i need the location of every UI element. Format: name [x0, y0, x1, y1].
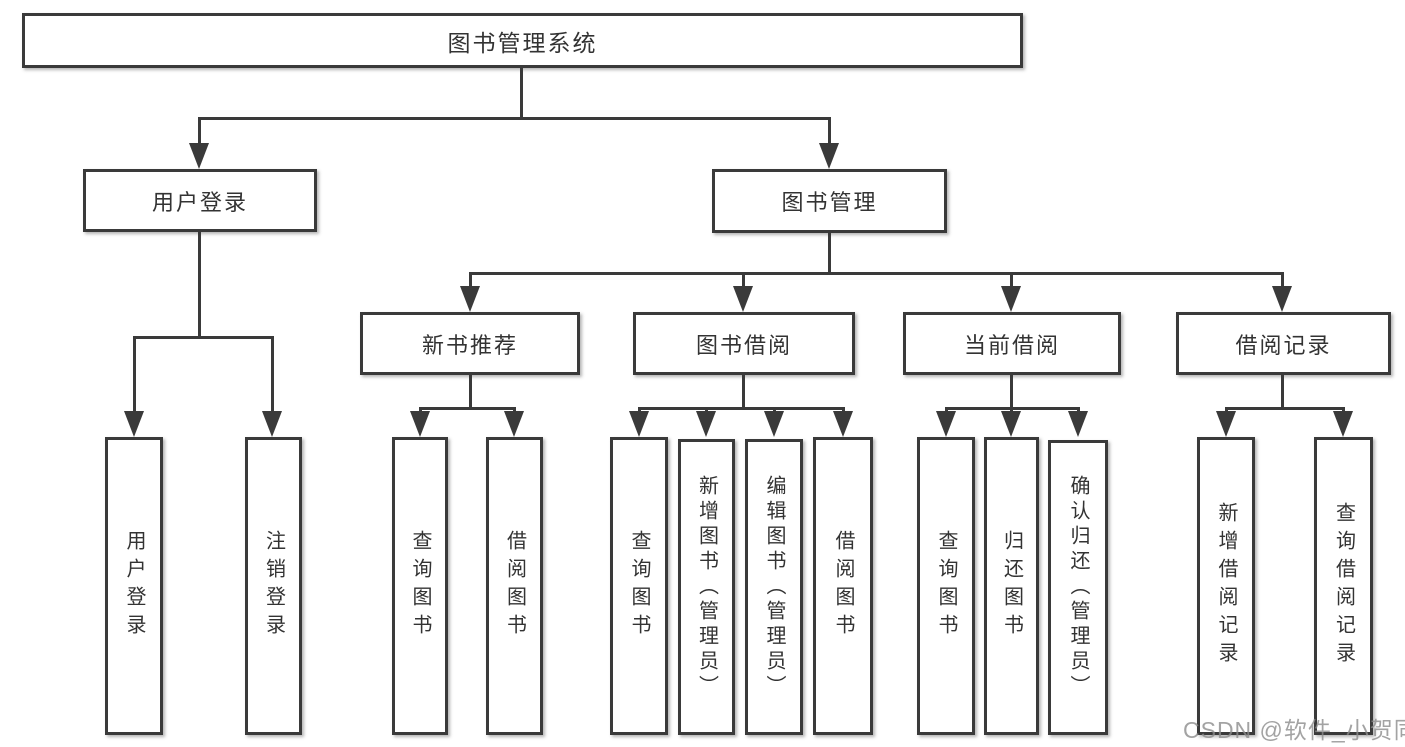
connector-shaft	[705, 407, 708, 413]
arrow-down-icon	[262, 411, 282, 437]
connector-new-book-rec-feed	[469, 375, 472, 407]
leaf-query-book-2-label: 查询图书	[628, 530, 650, 642]
node-book-borrow: 图书借阅	[633, 312, 855, 375]
node-new-book-rec: 新书推荐	[360, 312, 580, 375]
leaf-query-book-3-label: 查询图书	[935, 530, 957, 642]
connector-level3-rail	[469, 272, 1283, 275]
leaf-borrow-book-2: 借阅图书	[813, 437, 873, 735]
arrow-down-icon	[833, 411, 853, 437]
node-user-login: 用户登录	[83, 169, 317, 232]
arrow-down-icon	[124, 411, 144, 437]
connector-book-mgmt-feed	[828, 233, 831, 272]
arrow-down-icon	[936, 411, 956, 437]
leaf-return-book: 归还图书	[984, 437, 1039, 735]
arrow-down-icon	[504, 411, 524, 437]
connector-shaft	[1225, 407, 1228, 413]
connector-current-borrow-feed	[1010, 375, 1013, 407]
leaf-query-borrow-record-label: 查询借阅记录	[1332, 502, 1355, 670]
arrow-down-icon	[696, 411, 716, 437]
connector-shaft	[513, 407, 516, 413]
connector-shaft	[133, 336, 136, 413]
node-book-borrow-label: 图书借阅	[695, 332, 792, 358]
leaf-borrow-book-2-label: 借阅图书	[832, 530, 854, 642]
leaf-add-book: 新增图书（管理员）	[678, 439, 735, 735]
arrow-down-icon	[629, 411, 649, 437]
connector-shaft	[1077, 407, 1080, 413]
leaf-borrow-book-1-label: 借阅图书	[503, 530, 526, 642]
leaf-query-book-1-label: 查询图书	[409, 530, 431, 642]
connector-level2-rail	[198, 117, 831, 120]
leaf-borrow-book-1: 借阅图书	[486, 437, 543, 735]
arrow-down-icon	[1068, 411, 1088, 437]
node-root: 图书管理系统	[22, 13, 1023, 68]
connector-rail	[638, 407, 845, 410]
leaf-confirm-return: 确认归还（管理员）	[1048, 440, 1108, 735]
node-borrow-record: 借阅记录	[1176, 312, 1391, 375]
node-current-borrow-label: 当前借阅	[963, 332, 1060, 358]
leaf-query-book-3: 查询图书	[917, 437, 975, 735]
arrow-down-icon	[733, 286, 753, 312]
connector-rail	[419, 407, 516, 410]
leaf-add-book-label: 新增图书（管理员）	[695, 474, 718, 700]
connector-shaft	[1010, 407, 1013, 413]
arrow-down-icon	[460, 286, 480, 312]
connector-shaft	[1342, 407, 1345, 413]
arrow-down-icon	[189, 143, 209, 169]
leaf-confirm-return-label: 确认归还（管理员）	[1067, 475, 1089, 700]
arrow-down-icon	[410, 411, 430, 437]
csdn-watermark: CSDN @软件_小贺同学	[1183, 717, 1405, 743]
connector-shaft	[1281, 272, 1284, 288]
leaf-add-borrow-record-label: 新增借阅记录	[1215, 502, 1237, 670]
connector-book-borrow-feed	[742, 375, 745, 407]
arrow-down-icon	[1272, 286, 1292, 312]
leaf-user-login-label: 用户登录	[123, 530, 145, 642]
leaf-query-book-1: 查询图书	[392, 437, 448, 735]
node-root-label: 图书管理系统	[447, 29, 598, 56]
connector-shaft	[828, 117, 831, 145]
node-user-login-label: 用户登录	[151, 189, 248, 215]
leaf-query-book-2: 查询图书	[610, 437, 668, 735]
node-current-borrow: 当前借阅	[903, 312, 1121, 375]
leaf-edit-book-label: 编辑图书（管理员）	[763, 474, 785, 700]
connector-shaft	[773, 407, 776, 413]
arrow-down-icon	[819, 143, 839, 169]
node-book-mgmt: 图书管理	[712, 169, 947, 233]
arrow-down-icon	[1333, 411, 1353, 437]
connector-shaft	[945, 407, 948, 413]
connector-shaft	[271, 336, 274, 413]
connector-rail	[1225, 407, 1345, 410]
connector-shaft	[638, 407, 641, 413]
connector-shaft	[469, 272, 472, 288]
leaf-return-book-label: 归还图书	[1000, 530, 1023, 642]
arrow-down-icon	[764, 411, 784, 437]
connector-shaft	[1010, 272, 1013, 288]
leaf-add-borrow-record: 新增借阅记录	[1197, 437, 1255, 735]
leaf-logout-label: 注销登录	[262, 530, 285, 642]
connector-user-login-rail	[133, 336, 274, 339]
node-new-book-rec-label: 新书推荐	[421, 332, 518, 358]
connector-shaft	[742, 272, 745, 288]
arrow-down-icon	[1001, 411, 1021, 437]
connector-shaft	[842, 407, 845, 413]
node-borrow-record-label: 借阅记录	[1235, 332, 1332, 358]
node-book-mgmt-label: 图书管理	[781, 190, 878, 215]
leaf-logout: 注销登录	[245, 437, 302, 735]
leaf-edit-book: 编辑图书（管理员）	[745, 439, 803, 735]
connector-shaft	[419, 407, 422, 413]
arrow-down-icon	[1001, 286, 1021, 312]
arrow-down-icon	[1216, 411, 1236, 437]
leaf-user-login: 用户登录	[105, 437, 163, 735]
connector-shaft	[198, 117, 201, 145]
connector-root-feed	[520, 68, 523, 117]
connector-user-login-feed	[198, 232, 201, 336]
connector-borrow-record-feed	[1281, 375, 1284, 407]
leaf-query-borrow-record: 查询借阅记录	[1314, 437, 1373, 735]
